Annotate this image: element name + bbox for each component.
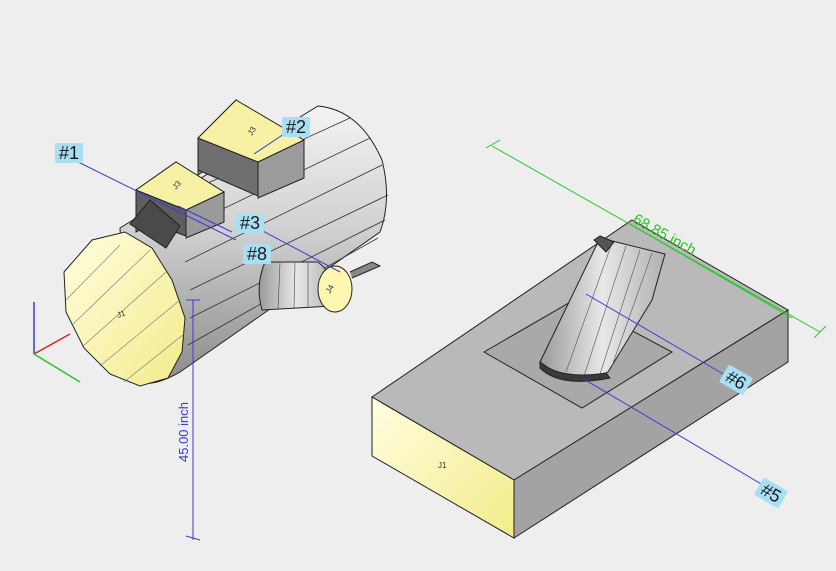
axis-y (33, 353, 81, 383)
marker-8[interactable]: #8 (243, 244, 272, 264)
cylinder-model[interactable] (63, 98, 389, 387)
box-model[interactable] (371, 219, 789, 539)
dimension-vertical-text[interactable]: 45.00 inch (176, 402, 191, 462)
angled-nozzle-facets (565, 242, 653, 377)
dimension-horizontal[interactable] (485, 139, 827, 339)
box-front-face[interactable] (371, 396, 515, 539)
branch-small-collar (129, 199, 181, 249)
label-cylinder-face: J1 (116, 308, 128, 320)
nozzle-facets (277, 262, 309, 310)
axis-triad (33, 302, 81, 383)
label-box-face: J1 (438, 461, 447, 470)
end-face-hatch (65, 244, 185, 383)
dimension-vertical[interactable] (185, 299, 201, 541)
marker-2[interactable]: #2 (282, 117, 311, 137)
leader-lines (69, 129, 769, 489)
marker-3[interactable]: #3 (236, 213, 265, 233)
nozzle-opening[interactable] (317, 265, 353, 313)
branch-large-opening[interactable] (197, 99, 306, 163)
axis-x (33, 333, 71, 355)
angled-nozzle-tab (593, 235, 615, 253)
nozzle-collar (539, 360, 611, 382)
branch-small-opening[interactable] (134, 161, 226, 211)
nozzle-handle (349, 261, 382, 279)
marker-1[interactable]: #1 (55, 143, 84, 163)
